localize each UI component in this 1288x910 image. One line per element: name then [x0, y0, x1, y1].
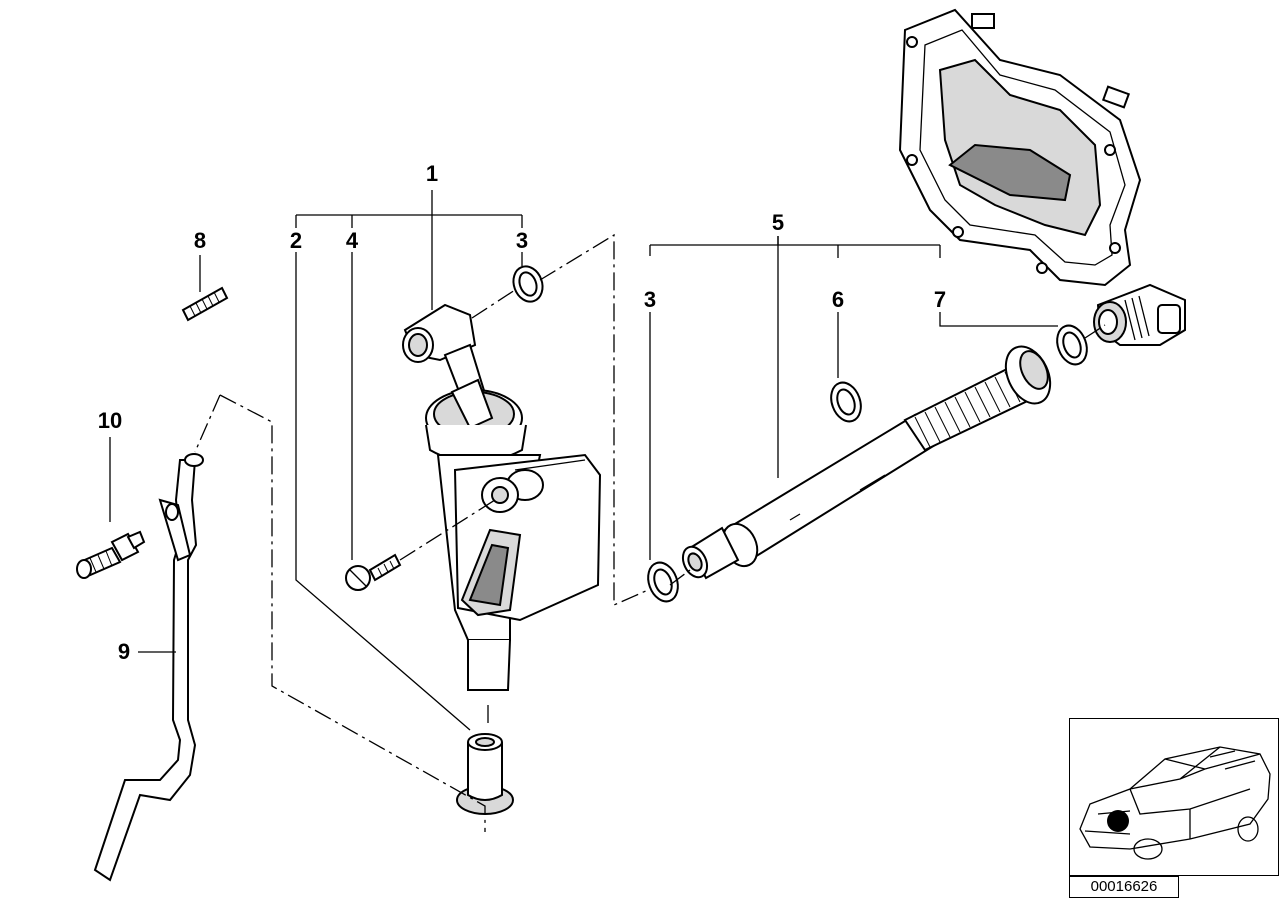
threaded-stud-icon: [76, 530, 146, 579]
callout-1: 1: [425, 161, 439, 186]
oil-separator-icon: [402, 303, 602, 691]
callout-7: 7: [933, 287, 947, 312]
seal-ring-icon: [512, 265, 544, 303]
leader-lines: [109, 190, 1106, 832]
callout-6: 6: [831, 287, 845, 312]
callout-3-lower: 3: [643, 287, 657, 312]
car-locator-icon: [1079, 746, 1271, 860]
callout-8: 8: [193, 228, 207, 253]
seal-ring-7-icon: [1056, 324, 1088, 366]
drawing-number: 00016626: [1069, 876, 1179, 898]
callout-5: 5: [771, 210, 785, 235]
callout-3-top: 3: [515, 228, 529, 253]
grommet-icon: [456, 733, 514, 815]
callout-2: 2: [289, 228, 303, 253]
seal-ring-lower-icon: [647, 561, 679, 603]
dipstick-tube-icon: [93, 453, 204, 882]
cylinder-head-cover-icon: [898, 8, 1186, 346]
callout-10: 10: [97, 408, 123, 433]
bolt-icon: [345, 553, 402, 591]
seal-ring-6-icon: [830, 381, 862, 423]
locator-inset: [1069, 718, 1279, 876]
callout-9: 9: [117, 639, 131, 664]
vent-hose-icon: [681, 345, 1052, 580]
stud-icon: [181, 286, 229, 322]
callout-4: 4: [345, 228, 359, 253]
